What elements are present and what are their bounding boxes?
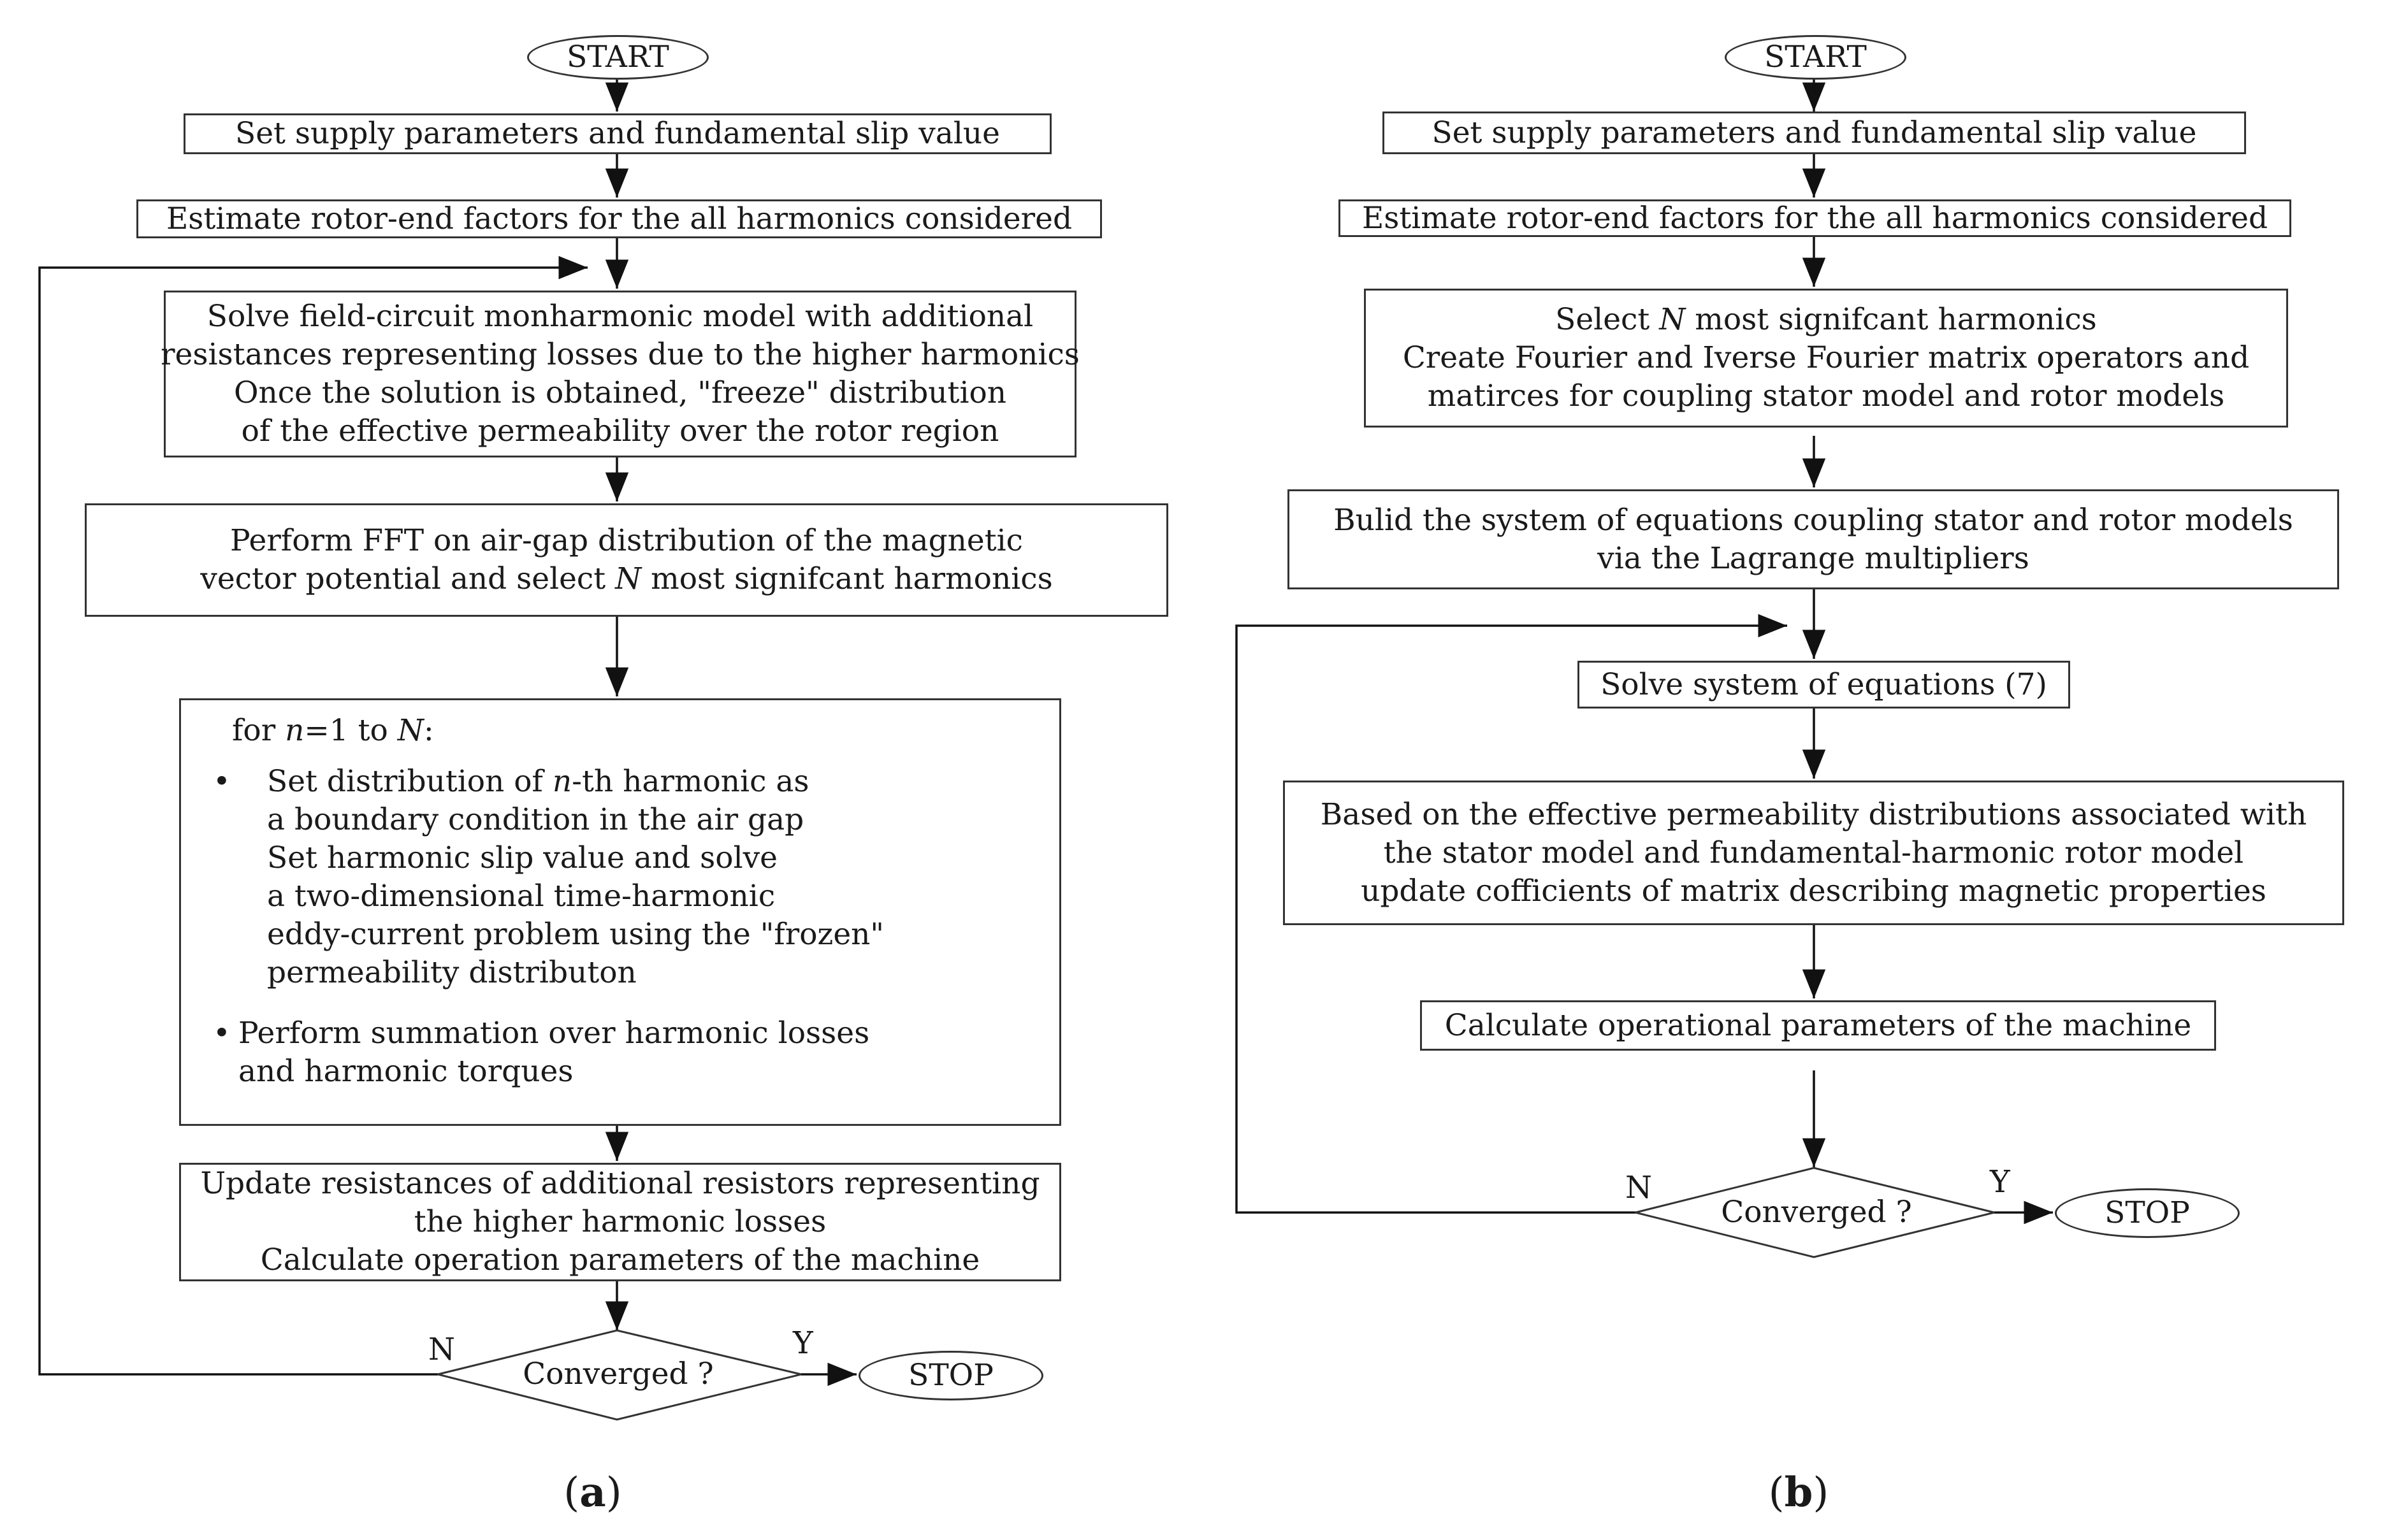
- a-loop-item-line: and harmonic torques: [238, 1054, 574, 1089]
- b-caption: (b): [1768, 1469, 1829, 1516]
- a-loop-item-line: a boundary condition in the air gap: [267, 802, 804, 837]
- a-step-supply-text: Set supply parameters and fundamental sl…: [235, 116, 1000, 151]
- a-yes-label: Y: [793, 1325, 813, 1361]
- a-step-solve-field-line: Once the solution is obtained, "freeze" …: [233, 375, 1007, 410]
- a-step-solve-field-line: resistances representing losses due to t…: [161, 337, 1080, 372]
- a-loop-back: [38, 255, 588, 1376]
- b-step-supply: Set supply parameters and fundamental sl…: [1382, 112, 2246, 154]
- b-step-calculate-text: Calculate operational parameters of the …: [1444, 1007, 2192, 1043]
- a-step-rotor-end-text: Estimate rotor-end factors for the all h…: [166, 201, 1073, 236]
- a-step-solve-field-line: Solve field-circuit monharmonic model wi…: [207, 299, 1034, 334]
- b-step-rotor-end: Estimate rotor-end factors for the all h…: [1338, 199, 2291, 237]
- a-start-label: START: [567, 40, 669, 75]
- b-start-terminal: START: [1725, 35, 1906, 80]
- a-step-update-line: the higher harmonic losses: [414, 1204, 827, 1239]
- a-loop-bullet-2: •: [213, 1016, 231, 1051]
- b-step-build-line: via the Lagrange multipliers: [1597, 540, 2029, 576]
- a-loop-bullet-1: •: [213, 764, 231, 799]
- b-step-update-line: update cofficients of matrix describing …: [1361, 873, 2266, 909]
- a-step-supply: Set supply parameters and fundamental sl…: [184, 113, 1052, 154]
- b-step-select-line: Select N most signifcant harmonics: [1555, 302, 2097, 337]
- b-step-solve-system: Solve system of equations (7): [1577, 661, 2070, 709]
- a-step-solve-field: Solve field-circuit monharmonic model wi…: [161, 291, 1080, 457]
- a-loop-item-line: eddy-current problem using the "frozen": [267, 917, 885, 952]
- b-no-label: N: [1625, 1170, 1652, 1205]
- b-step-select-harmonics: Select N most signifcant harmonics Creat…: [1364, 289, 2288, 428]
- a-loop-item-line: Perform summation over harmonic losses: [238, 1016, 870, 1051]
- b-loop-back: [1235, 614, 1787, 1214]
- a-caption: (a): [563, 1469, 622, 1516]
- b-start-label: START: [1764, 40, 1867, 75]
- a-loop-item-line: permeability distributon: [267, 955, 637, 990]
- a-stop-terminal: STOP: [859, 1351, 1043, 1400]
- a-decision-label: Converged ?: [523, 1356, 714, 1392]
- b-step-update-line: Based on the effective permeability dist…: [1320, 796, 2307, 832]
- a-step-update-line: Update resistances of additional resisto…: [200, 1166, 1040, 1201]
- a-loop-item-line: a two-dimensional time-harmonic: [267, 879, 776, 914]
- b-decision-shape: [1635, 1167, 1995, 1258]
- b-stop-terminal: STOP: [2055, 1188, 2240, 1238]
- b-step-rotor-end-text: Estimate rotor-end factors for the all h…: [1361, 200, 2268, 236]
- a-decision-shape: [437, 1329, 802, 1421]
- a-step-update: Update resistances of additional resisto…: [179, 1163, 1061, 1281]
- b-step-build-system: Bulid the system of equations coupling s…: [1287, 489, 2339, 589]
- a-loop-item-line: Set harmonic slip value and solve: [267, 840, 778, 875]
- a-harmonic-loop: for n=1 to N: • Set distribution of n-th…: [179, 698, 1061, 1126]
- b-step-select-line: matirces for coupling stator model and r…: [1427, 378, 2225, 414]
- b-step-select-line: Create Fourier and Iverse Fourier matrix…: [1402, 340, 2250, 375]
- b-step-build-line: Bulid the system of equations coupling s…: [1333, 502, 2293, 538]
- b-decision-label: Converged ?: [1721, 1195, 1912, 1230]
- a-step-solve-field-line: of the effective permeability over the r…: [241, 414, 999, 449]
- b-stop-label: STOP: [2105, 1195, 2190, 1230]
- b-step-supply-text: Set supply parameters and fundamental sl…: [1432, 115, 2197, 150]
- a-start-terminal: START: [527, 35, 709, 80]
- b-step-update-line: the stator model and fundamental-harmoni…: [1383, 835, 2244, 870]
- a-step-fft-line: Perform FFT on air-gap distribution of t…: [230, 523, 1023, 558]
- a-stop-label: STOP: [908, 1358, 994, 1393]
- b-yes-label: Y: [1990, 1164, 2010, 1200]
- b-step-solve-text: Solve system of equations (7): [1600, 666, 2047, 702]
- b-step-update-coefficients: Based on the effective permeability dist…: [1283, 781, 2344, 925]
- a-loop-header: for n=1 to N:: [232, 713, 434, 748]
- a-step-update-line: Calculate operation parameters of the ma…: [260, 1242, 980, 1277]
- a-step-fft-line: vector potential and select N most signi…: [200, 561, 1053, 596]
- a-no-label: N: [428, 1332, 455, 1367]
- a-step-fft: Perform FFT on air-gap distribution of t…: [85, 503, 1168, 617]
- a-loop-item-line: Set distribution of n-th harmonic as: [267, 764, 809, 799]
- b-step-calculate: Calculate operational parameters of the …: [1420, 1000, 2216, 1051]
- a-step-rotor-end: Estimate rotor-end factors for the all h…: [136, 199, 1102, 238]
